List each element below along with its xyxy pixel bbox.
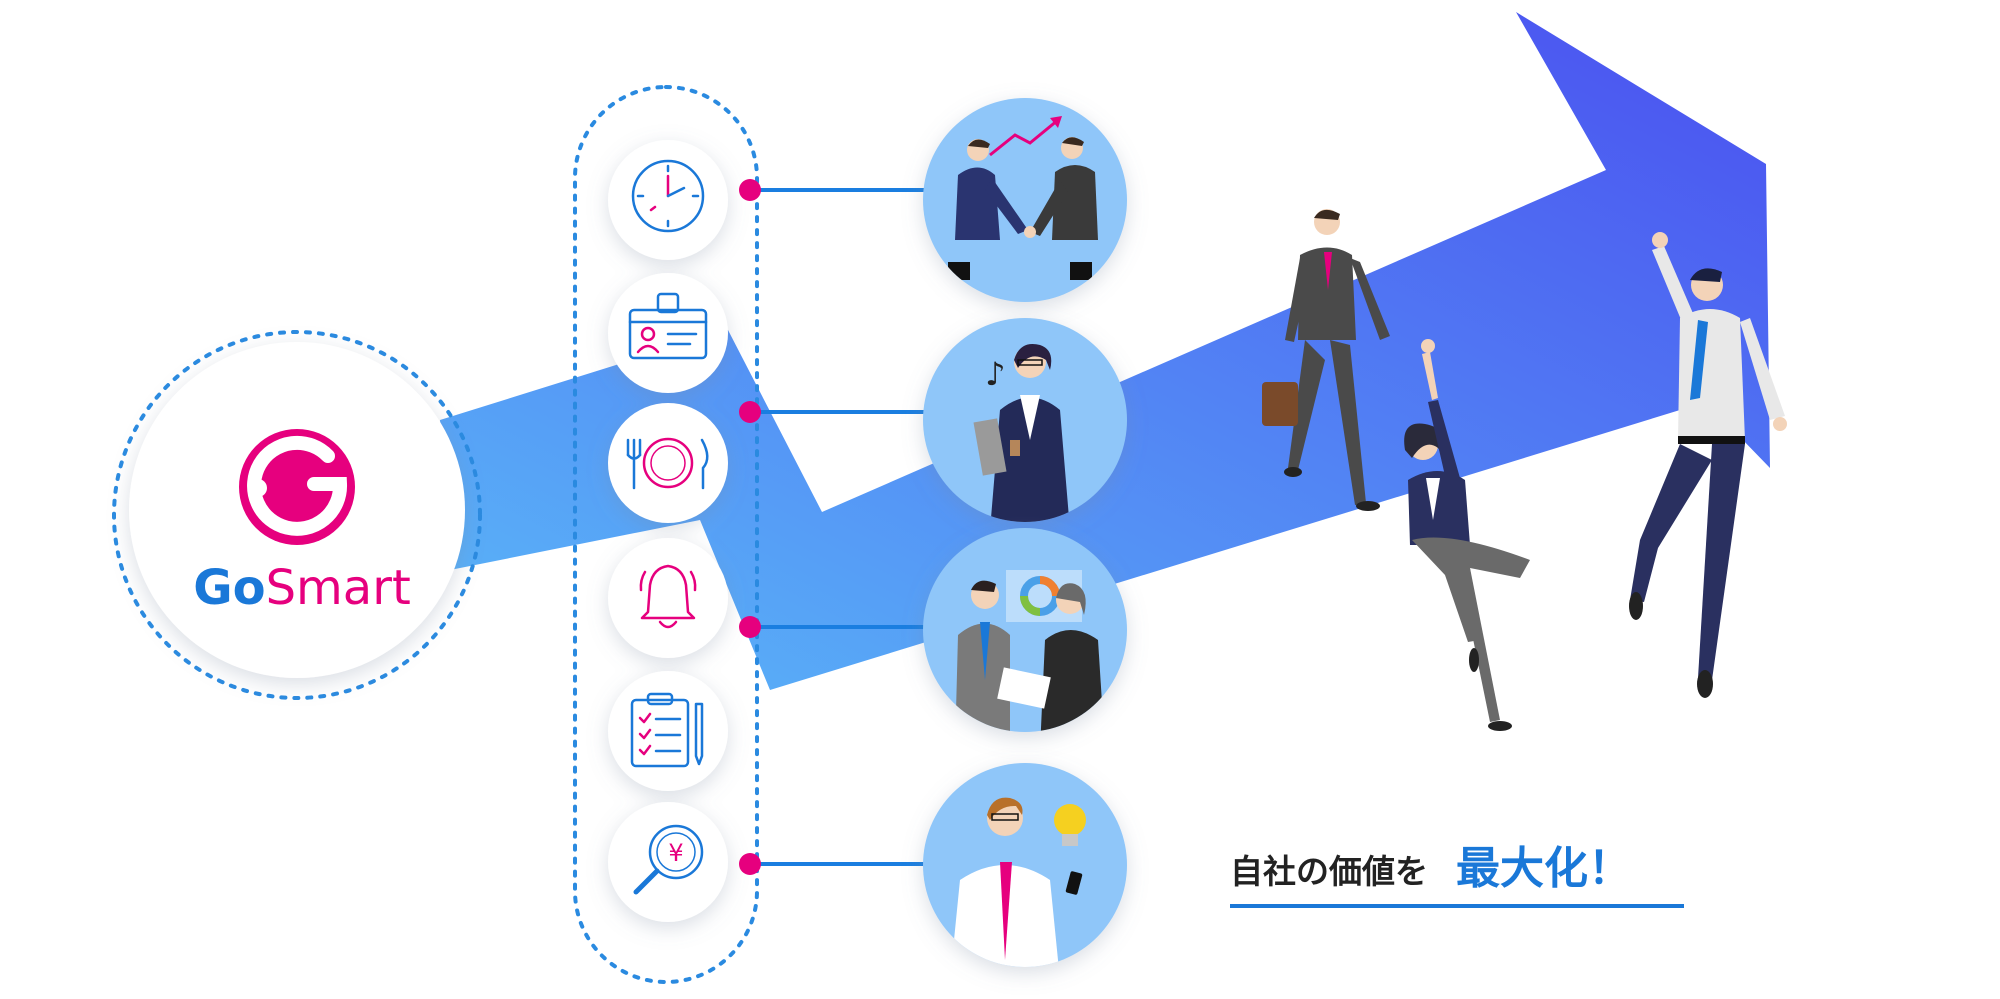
handshake-growth-scene [948,116,1098,280]
connector-lines [750,188,930,866]
id-card-icon [628,292,708,360]
svg-text:¥: ¥ [668,839,683,867]
meeting-chart-scene [955,570,1105,732]
icon-column-capsule [573,85,759,984]
logo-text-go: Go [193,560,266,616]
tagline-part2: 最大化！ [1456,843,1632,894]
idea-smartphone-scene [950,797,1086,967]
gosmart-logo-mark-icon [239,429,355,545]
bell-icon [639,564,697,629]
tagline: 自社の価値を最大化！ [1230,832,1632,896]
checklist-clipboard-icon [630,692,704,768]
businesswoman-coffee-scene: ♪ [973,344,1070,522]
jumping-businessman-figure [1629,232,1787,698]
gosmart-wordmark: GoSmart [192,560,412,616]
logo-dotted-ring [112,330,482,700]
clock-icon [631,159,705,233]
tagline-part1: 自社の価値を [1230,852,1428,891]
connector-dots [739,179,761,875]
growth-arrow [440,12,1770,690]
celebrating-businesswoman-figure [1404,339,1530,731]
yen-search-icon: ¥ [633,824,704,895]
walking-businessman-figure [1262,209,1390,511]
meal-plate-icon [626,437,709,490]
logo-text-smart: Smart [265,560,411,616]
tagline-underline [1230,904,1684,908]
svg-text:♪: ♪ [985,355,1005,393]
